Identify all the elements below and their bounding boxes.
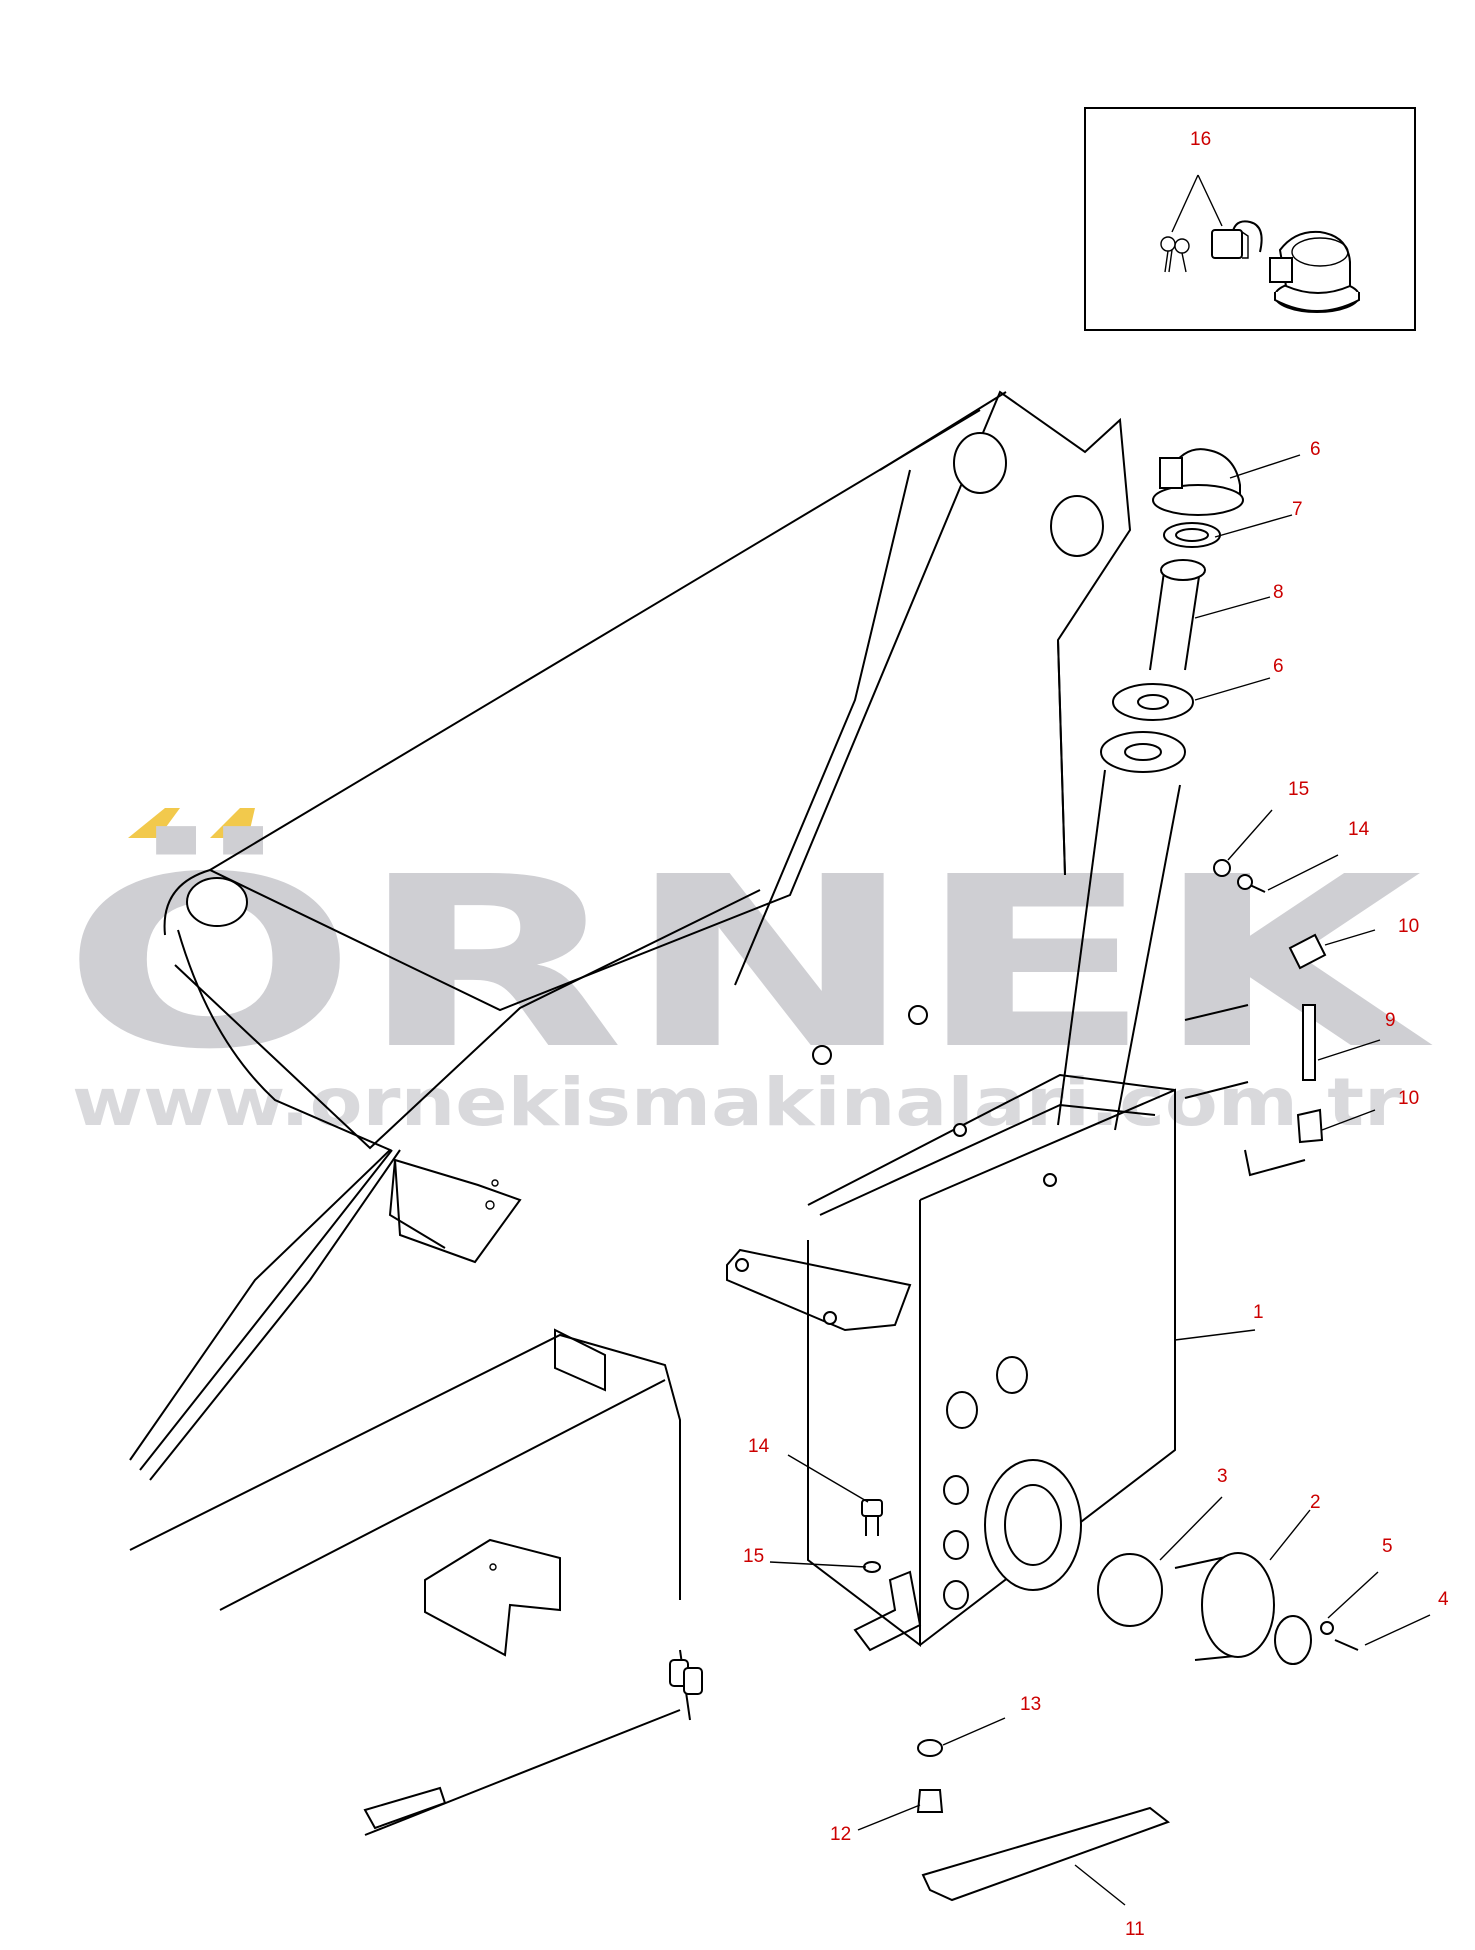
leader-5 bbox=[1327, 1571, 1379, 1619]
callout-12: 12 bbox=[830, 1824, 851, 1845]
leader-lines bbox=[769, 454, 1431, 1906]
key-set-drawing bbox=[1160, 236, 1190, 273]
leader-9 bbox=[1317, 1039, 1381, 1061]
strip-11-drawing bbox=[921, 1806, 1171, 1902]
callout-1: 1 bbox=[1253, 1302, 1264, 1323]
leader-15a bbox=[1227, 809, 1273, 861]
boom-frame-drawing bbox=[129, 390, 1132, 1481]
callout-13: 13 bbox=[1020, 1694, 1041, 1715]
callout-16: 16 bbox=[1190, 129, 1211, 150]
inset-frame bbox=[1084, 107, 1416, 331]
callout-15b: 15 bbox=[743, 1546, 764, 1567]
leader-15b bbox=[769, 1561, 867, 1568]
watermark: ÖRNEK www.ornekismakinalari.com.tr bbox=[62, 808, 1434, 1141]
watermark-brand: ÖRNEK bbox=[62, 826, 1434, 1101]
callout-6a: 6 bbox=[1310, 439, 1321, 460]
callout-14b: 14 bbox=[748, 1436, 770, 1457]
filler-assembly-drawing bbox=[1057, 448, 1244, 1131]
chassis-drawing bbox=[129, 1328, 703, 1836]
callout-4: 4 bbox=[1438, 1589, 1449, 1610]
bracket-drawing bbox=[853, 1499, 944, 1813]
leader-1 bbox=[1174, 1329, 1256, 1341]
leader-16-a bbox=[1171, 174, 1199, 233]
leader-8 bbox=[1194, 596, 1271, 619]
filler-cap-inset-drawing bbox=[1269, 230, 1360, 313]
leader-11 bbox=[1074, 1864, 1126, 1906]
callout-7: 7 bbox=[1292, 499, 1303, 520]
port-assembly-drawing bbox=[1097, 1552, 1359, 1665]
leader-12 bbox=[857, 1804, 921, 1831]
leader-10a bbox=[1324, 929, 1376, 946]
callout-3: 3 bbox=[1217, 1466, 1228, 1487]
padlock-drawing bbox=[1211, 220, 1263, 259]
callout-labels: 6 7 8 6 15 14 10 9 10 1 3 2 5 4 14 15 13… bbox=[743, 439, 1449, 1940]
leader-3 bbox=[1159, 1496, 1223, 1561]
leader-4 bbox=[1364, 1614, 1431, 1646]
leader-6a bbox=[1229, 454, 1301, 479]
leader-2 bbox=[1269, 1509, 1311, 1561]
callout-15a: 15 bbox=[1288, 779, 1309, 800]
callout-10b: 10 bbox=[1398, 1088, 1419, 1109]
leader-14b bbox=[787, 1454, 869, 1503]
callout-11: 11 bbox=[1125, 1919, 1145, 1940]
callout-14a: 14 bbox=[1348, 819, 1370, 840]
leader-13 bbox=[942, 1717, 1006, 1746]
callout-5: 5 bbox=[1382, 1536, 1393, 1557]
inset-panel: 16 bbox=[1084, 107, 1416, 331]
callout-6b: 6 bbox=[1273, 656, 1284, 677]
watermark-accent-left bbox=[128, 808, 180, 838]
fittings-drawing bbox=[1213, 859, 1327, 1177]
leader-14a bbox=[1267, 854, 1339, 891]
watermark-accent-right bbox=[210, 808, 255, 838]
callout-9: 9 bbox=[1385, 1010, 1396, 1031]
callout-2: 2 bbox=[1310, 1492, 1321, 1513]
hydraulic-tank-drawing bbox=[726, 1004, 1249, 1648]
leader-10b bbox=[1321, 1109, 1376, 1131]
callout-10a: 10 bbox=[1398, 916, 1419, 937]
watermark-url: www.ornekismakinalari.com.tr bbox=[72, 1064, 1403, 1141]
leader-7 bbox=[1214, 514, 1293, 538]
callout-8: 8 bbox=[1273, 582, 1284, 603]
leader-16-b bbox=[1197, 174, 1223, 227]
leader-6b bbox=[1194, 677, 1271, 701]
